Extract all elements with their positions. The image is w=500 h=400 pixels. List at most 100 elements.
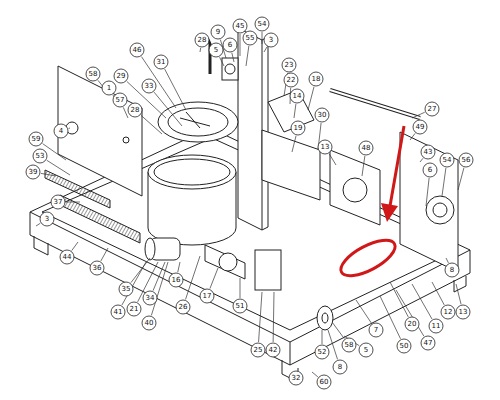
leader-line [426,178,429,206]
callout-number: 34 [140,293,160,303]
callout-number: 27 [422,104,442,114]
callout-number: 6 [420,165,440,175]
callout-number: 51 [230,301,250,311]
callout-number: 13 [315,142,335,152]
callout-number: 46 [127,45,147,55]
leader-line [69,128,70,129]
leader-line [186,256,200,299]
callout-number: 52 [312,347,332,357]
leader-line [312,372,318,377]
callout-number: 42 [263,345,283,355]
callout-number: 8 [330,362,350,372]
callout-number: 30 [312,110,332,120]
leader-line [101,248,108,261]
leader-line [456,284,461,304]
callout-number: 3 [37,214,57,224]
callout-number: 13 [453,307,473,317]
callout-number: 59 [26,134,46,144]
leader-line [66,202,80,203]
leader-line [273,292,275,342]
callout-number: 1 [99,83,119,93]
callout-number: 31 [151,57,171,67]
callout-number: 55 [240,33,260,43]
callout-number: 19 [288,123,308,133]
leader-line [329,154,336,165]
leader-line [72,242,78,251]
callout-number: 50 [394,341,414,351]
callout-number: 4 [51,126,71,136]
callout-number: 35 [116,284,136,294]
leader-line [328,330,338,359]
leader-line [240,278,241,298]
leader-line [47,160,70,175]
leader-line [259,292,262,342]
leader-line [308,87,314,110]
leader-line [332,322,344,339]
leader-line [362,156,365,176]
leader-line [220,57,224,66]
leader-line [446,258,448,263]
leader-line [154,92,182,126]
callout-number: 40 [139,318,159,328]
callout-number: 18 [306,74,326,84]
leader-line [178,262,180,272]
callout-number: 14 [287,91,307,101]
callout-number: 9 [208,27,228,37]
callout-number: 25 [248,345,268,355]
callout-number: 17 [197,291,217,301]
leader-line [292,136,296,152]
leader-line [123,107,128,118]
leader-line [420,158,423,162]
leader-line [412,112,425,118]
callout-number: 45 [230,21,250,31]
callout-number: 44 [57,252,77,262]
leader-line [442,168,446,196]
callout-number: 60 [314,377,334,387]
callout-number: 22 [281,75,301,85]
leader-line [262,32,263,44]
callout-number: 48 [356,143,376,153]
callout-number: 8 [442,265,462,275]
leader-line [240,34,241,56]
callout-number: 26 [173,302,193,312]
leader-line [322,330,323,344]
callout-number: 57 [110,95,130,105]
callout-number: 28 [125,105,145,115]
callout-number: 11 [426,321,446,331]
leader-line [356,300,372,323]
callout-number: 6 [220,40,240,50]
leader-line [246,46,249,66]
leader-line [458,168,464,190]
callout-number: 7 [366,325,386,335]
leader-line [264,47,267,52]
callout-number: 49 [410,122,430,132]
callout-number: 43 [418,147,438,157]
leader-line [294,104,296,118]
leader-line [410,133,415,140]
callout-number: 47 [418,338,438,348]
callout-number: 56 [456,155,476,165]
callout-number: 23 [279,60,299,70]
leader-line [36,223,40,226]
callout-number: 39 [23,167,43,177]
leader-line [151,262,168,315]
leader-line [41,173,56,176]
leader-line [200,48,202,52]
leader-line [390,282,408,317]
leader-line [131,258,150,283]
callout-number: 21 [124,304,144,314]
leader-line [412,284,432,319]
leader-line [380,296,401,339]
leader-line [432,282,444,305]
leader-line [165,69,186,110]
callout-number: 53 [30,151,50,161]
callout-number: 29 [111,71,131,81]
callout-number: 20 [402,319,422,329]
callout-number: 12 [438,307,458,317]
callout-number: 54 [252,19,272,29]
callout-number: 32 [286,373,306,383]
callout-number: 5 [356,345,376,355]
callout-number: 58 [339,340,359,350]
callout-number: 5 [206,45,226,55]
